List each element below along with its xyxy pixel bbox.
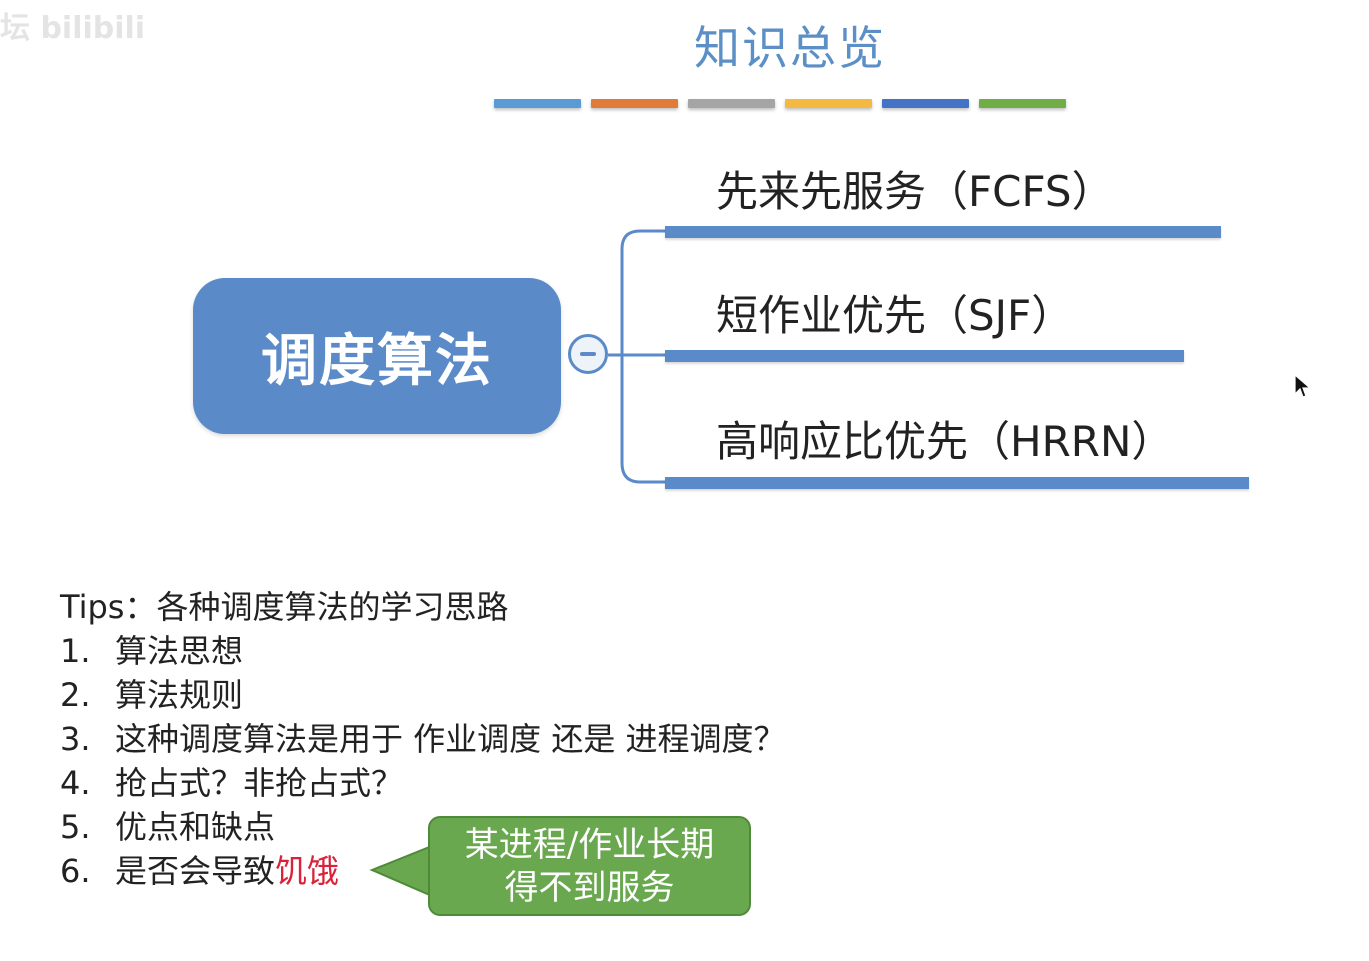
- tip-item-text: 算法思想: [115, 632, 244, 670]
- color-bar-segment: [591, 99, 678, 108]
- tip-item: 5. 优点和缺点: [60, 805, 786, 849]
- tips-section: Tips：各种调度算法的学习思路 1. 算法思想 2. 算法规则 3. 这种调度算法是…: [60, 585, 786, 893]
- tip-item: 3. 这种调度算法是用于 作业调度 还是 进程调度？: [60, 717, 786, 761]
- tip-item-number: 3.: [60, 720, 91, 758]
- tip-item: 4. 抢占式？非抢占式？: [60, 761, 786, 805]
- collapse-minus-icon[interactable]: [568, 334, 608, 374]
- color-bar-segment: [494, 99, 581, 108]
- slide-title: 知识总览: [694, 21, 886, 75]
- branch-sjf-label[interactable]: 短作业优先（SJF）: [716, 291, 1074, 340]
- tip-item-text: 算法规则: [115, 676, 244, 714]
- branch-sjf-line: [665, 350, 1184, 362]
- callout-line-2: 得不到服务: [504, 868, 675, 908]
- tip-item-number: 6.: [60, 852, 91, 890]
- tip-item-number: 5.: [60, 808, 91, 846]
- tip-item-text: 抢占式？非抢占式？: [115, 764, 404, 802]
- tip-item: 1. 算法思想: [60, 629, 786, 673]
- tip-item-text: 优点和缺点: [115, 808, 276, 846]
- starvation-callout: 某进程/作业长期 得不到服务: [428, 816, 751, 916]
- bilibili-watermark-logo: 坛 bilibili: [0, 11, 145, 46]
- branch-hrrn-line: [665, 477, 1249, 489]
- tip-item-highlight: 饥饿: [275, 852, 340, 890]
- tip-item: 2. 算法规则: [60, 673, 786, 717]
- root-node-label: 调度算法: [261, 328, 493, 394]
- branch-fcfs-label[interactable]: 先来先服务（FCFS）: [716, 167, 1114, 216]
- tip-item-number: 4.: [60, 764, 91, 802]
- svg-text:坛 bilibili: 坛 bilibili: [0, 11, 145, 46]
- branch-hrrn-label[interactable]: 高响应比优先（HRRN）: [716, 417, 1174, 466]
- tips-heading: Tips：各种调度算法的学习思路: [60, 585, 786, 629]
- tip-item-text: 这种调度算法是用于 作业调度 还是 进程调度？: [115, 720, 786, 758]
- callout-line-1: 某进程/作业长期: [464, 825, 715, 865]
- branch-fcfs-line: [665, 226, 1221, 238]
- tips-heading-text: 各种调度算法的学习思路: [156, 588, 509, 626]
- tip-item-number: 1.: [60, 632, 91, 670]
- mouse-pointer-icon: [1294, 374, 1312, 398]
- color-bar-segment: [882, 99, 969, 108]
- tip-item: 6. 是否会导致饥饿: [60, 849, 786, 893]
- mindmap-root-node[interactable]: 调度算法: [193, 278, 561, 434]
- tip-item-text: 是否会导致: [115, 852, 276, 890]
- color-bar-segment: [785, 99, 872, 108]
- tips-heading-prefix: Tips：: [60, 588, 157, 626]
- tip-item-number: 2.: [60, 676, 91, 714]
- color-bar-segment: [688, 99, 775, 108]
- color-bar-segment: [979, 99, 1066, 108]
